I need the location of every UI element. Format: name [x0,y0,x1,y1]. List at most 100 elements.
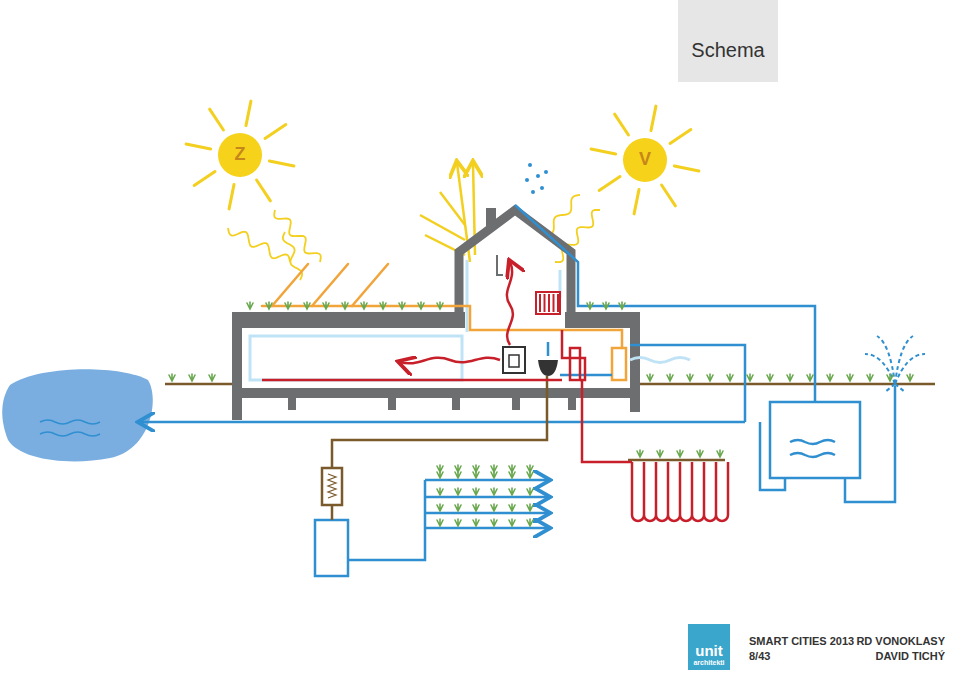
project-name: RD VONOKLASY [856,635,945,648]
stove [503,347,525,373]
grass-tuft [209,374,215,381]
sun-ray [670,130,691,144]
logo-word: unit [695,643,723,660]
grass-tuft [527,504,533,511]
sun-ray [651,106,656,131]
sun-ray [186,144,211,149]
grass-tuft [527,465,533,472]
grass-tuft [491,488,497,495]
grass-tuft [847,374,853,381]
grass-tuft [509,488,515,495]
sun-ray [265,125,286,139]
chimney [486,208,496,226]
grass-tuft [767,374,773,381]
grass-tuft [707,374,713,381]
grass-tuft [399,302,405,309]
grass-tuft [437,465,443,472]
sun-circle: V [623,138,667,182]
page-title: Schema [691,39,764,62]
radiator-fin [548,294,550,312]
grass-tuft [527,519,533,526]
sun-ray [269,161,294,166]
sprinkler [865,336,925,392]
radiation-wave [555,210,600,262]
heating-pipes [262,262,728,521]
radiator-fin [557,294,559,312]
grass-tuft [717,450,723,457]
grass-tuft [747,374,753,381]
grass-tuft [667,374,673,381]
grass-tuft [473,504,479,511]
water-pipes [140,205,895,576]
logo-box: unitarchitekti [688,624,730,670]
sun-ray [591,149,616,154]
pond-waves [40,420,100,436]
grass-tuft [455,504,461,511]
grass-tuft [509,465,515,472]
interior-detail [497,255,503,275]
grass-tuft [697,450,703,457]
grass-tuft [657,450,663,457]
grass-tuft [473,465,479,472]
grass-tuft [491,504,497,511]
grass-tuft [687,374,693,381]
grass-tuft [189,374,195,381]
grass-tuft [527,488,533,495]
sun-ray [229,184,234,209]
sun-ray [210,109,224,130]
gable-house [459,210,571,312]
page-number: 8/43 [749,650,770,663]
grass-tuft [455,465,461,472]
radiator-fin [553,294,555,312]
grass-tuft [455,519,461,526]
radiation-wave [545,195,580,235]
sun-ray [194,172,215,186]
grass-tuft [887,374,893,381]
sun-ray [634,189,639,214]
hot-water-tank [612,348,626,380]
grass-tuft [361,302,367,309]
grass-tuft [437,519,443,526]
radiator-fin [539,294,541,312]
grass-tuft [787,374,793,381]
grass-tuft [437,302,443,309]
grass-tuft [509,504,515,511]
event-name: SMART CITIES 2013 [749,635,854,648]
grass-tuft [603,302,609,309]
grass-tuft [473,488,479,495]
grass-tuft [637,450,643,457]
grey-water-pipe [322,376,547,520]
grass-tuft [491,519,497,526]
grass-tuft [727,374,733,381]
logo-panel [688,624,730,670]
rain-drops [525,163,548,194]
sun-ray [615,114,629,135]
grass-tuft [619,302,625,309]
grass-tuft [418,302,424,309]
sun-ray [674,166,699,171]
sun-circle: Z [218,133,262,177]
grass-tuft [907,374,913,381]
grass-tuft [473,519,479,526]
toilet-symbol [538,360,558,376]
radiator-fin [544,294,546,312]
logo-subword: architekti [693,659,724,667]
grass-tuft [491,465,497,472]
grass-tufts [169,302,913,526]
radiation-wave [274,210,321,262]
grass-tuft [437,488,443,495]
sun-letter: Z [235,145,246,165]
air-duct [250,260,690,380]
grass-tuft [342,302,348,309]
grass-tuft [455,488,461,495]
grass-tuft [285,302,291,309]
grass-tuft [323,302,329,309]
building-structure [232,312,640,420]
pond [2,369,153,461]
grass-tuft [677,450,683,457]
grass-tuft [647,374,653,381]
grass-tuft [304,302,310,309]
sun-letter: V [639,150,651,170]
author-name: DAVID TICHÝ [876,650,945,663]
